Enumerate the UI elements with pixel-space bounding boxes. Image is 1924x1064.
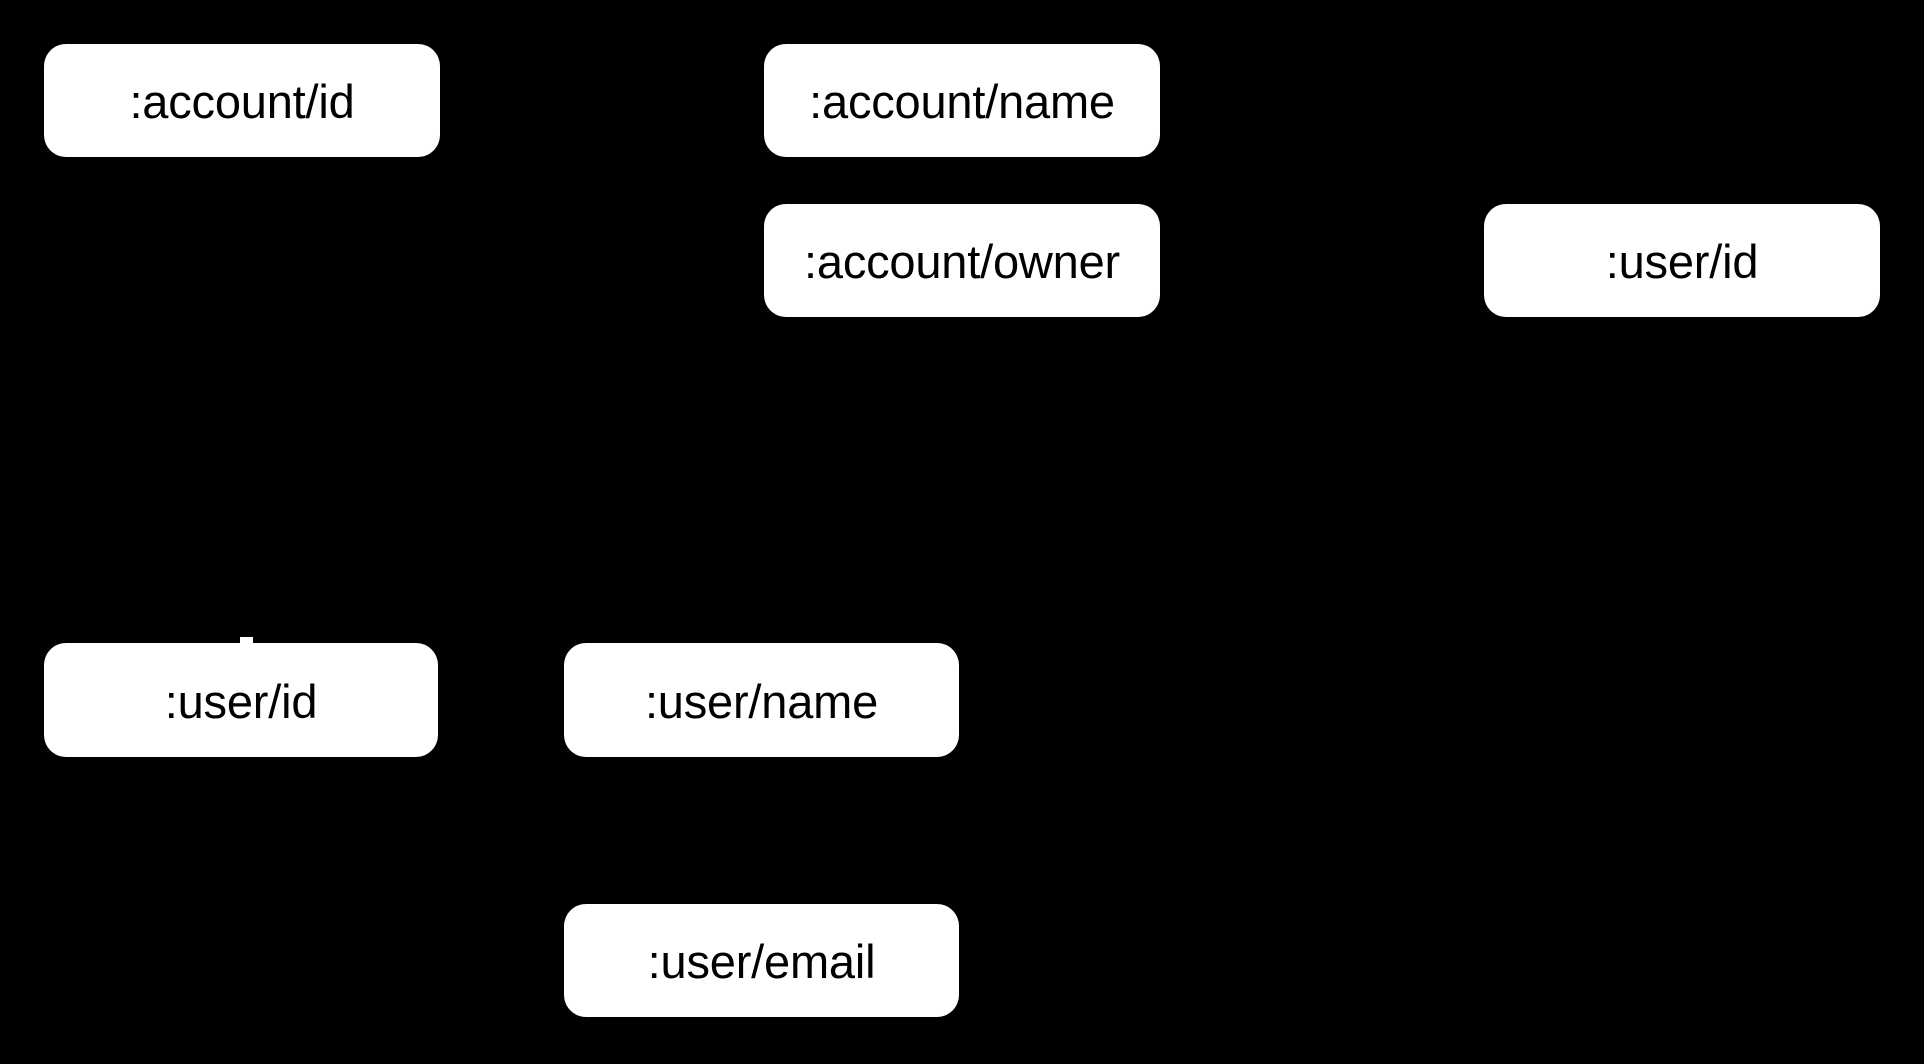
node-account-id[interactable]: :account/id <box>44 44 440 157</box>
node-user-id-right[interactable]: :user/id <box>1484 204 1880 317</box>
node-label: :user/name <box>644 674 879 728</box>
node-user-name[interactable]: :user/name <box>564 643 959 757</box>
node-label: :account/name <box>809 75 1115 128</box>
node-label: :user/id <box>164 674 318 728</box>
node-user-id-bottom[interactable]: :user/id <box>44 643 438 757</box>
node-label: :user/email <box>647 935 876 988</box>
node-user-email[interactable]: :user/email <box>564 904 959 1017</box>
node-label: :account/owner <box>804 235 1120 288</box>
node-account-owner[interactable]: :account/owner <box>764 204 1160 317</box>
node-account-name[interactable]: :account/name <box>764 44 1160 157</box>
node-label: :user/id <box>1605 235 1759 288</box>
node-label: :account/id <box>129 75 355 128</box>
edge-stub-icon <box>240 637 253 645</box>
